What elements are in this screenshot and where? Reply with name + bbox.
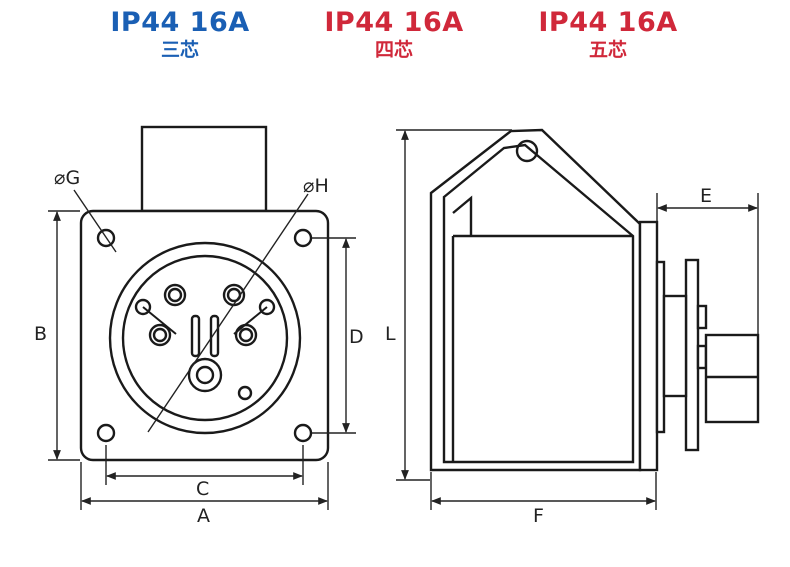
pin-hole <box>237 385 253 401</box>
h-leader <box>147 193 309 433</box>
pin-hole <box>134 298 152 316</box>
pin-hole <box>258 298 276 316</box>
mounting-plate <box>79 209 330 462</box>
label-e: E <box>700 185 712 207</box>
back-plate <box>638 220 659 472</box>
gasket <box>684 258 700 452</box>
front-view <box>79 125 330 462</box>
side-dimensions <box>396 129 759 510</box>
front-dimensions <box>48 189 356 510</box>
earth-pin-hole <box>187 357 223 393</box>
header-rating: IP44 16A <box>110 7 250 38</box>
header-rating: IP44 16A <box>538 7 678 38</box>
label-g: ⌀G <box>54 167 80 189</box>
mount-hole-top-right <box>293 228 313 248</box>
label-c: C <box>196 478 209 500</box>
pin-hole <box>148 323 172 347</box>
mount-hole-top-left <box>96 228 116 248</box>
label-f: F <box>533 505 544 527</box>
header-three-core: IP44 16A 三芯 <box>90 7 270 61</box>
label-a: A <box>197 505 210 527</box>
lid-hinge <box>515 139 539 163</box>
label-b: B <box>34 323 47 345</box>
top-tab <box>140 125 268 213</box>
header-four-core: IP44 16A 四芯 <box>304 7 484 61</box>
side-view <box>429 128 760 472</box>
rear-terminal-block <box>704 333 760 424</box>
header-five-core: IP44 16A 五芯 <box>518 7 698 61</box>
key-slot <box>209 314 220 358</box>
header-cores: 五芯 <box>588 39 627 61</box>
key-slot <box>190 314 201 358</box>
g-leader <box>73 189 117 253</box>
socket-inner-ring <box>121 254 289 422</box>
label-l: L <box>385 323 396 345</box>
label-h: ⌀H <box>303 175 329 197</box>
header-rating: IP44 16A <box>324 7 464 38</box>
mount-hole-bottom-right <box>293 423 313 443</box>
label-d: D <box>349 326 364 348</box>
pin-hole <box>163 283 187 307</box>
header-cores: 四芯 <box>374 39 413 61</box>
header-cores: 三芯 <box>160 39 199 61</box>
socket-outer-ring <box>108 241 302 435</box>
mount-hole-bottom-left <box>96 423 116 443</box>
